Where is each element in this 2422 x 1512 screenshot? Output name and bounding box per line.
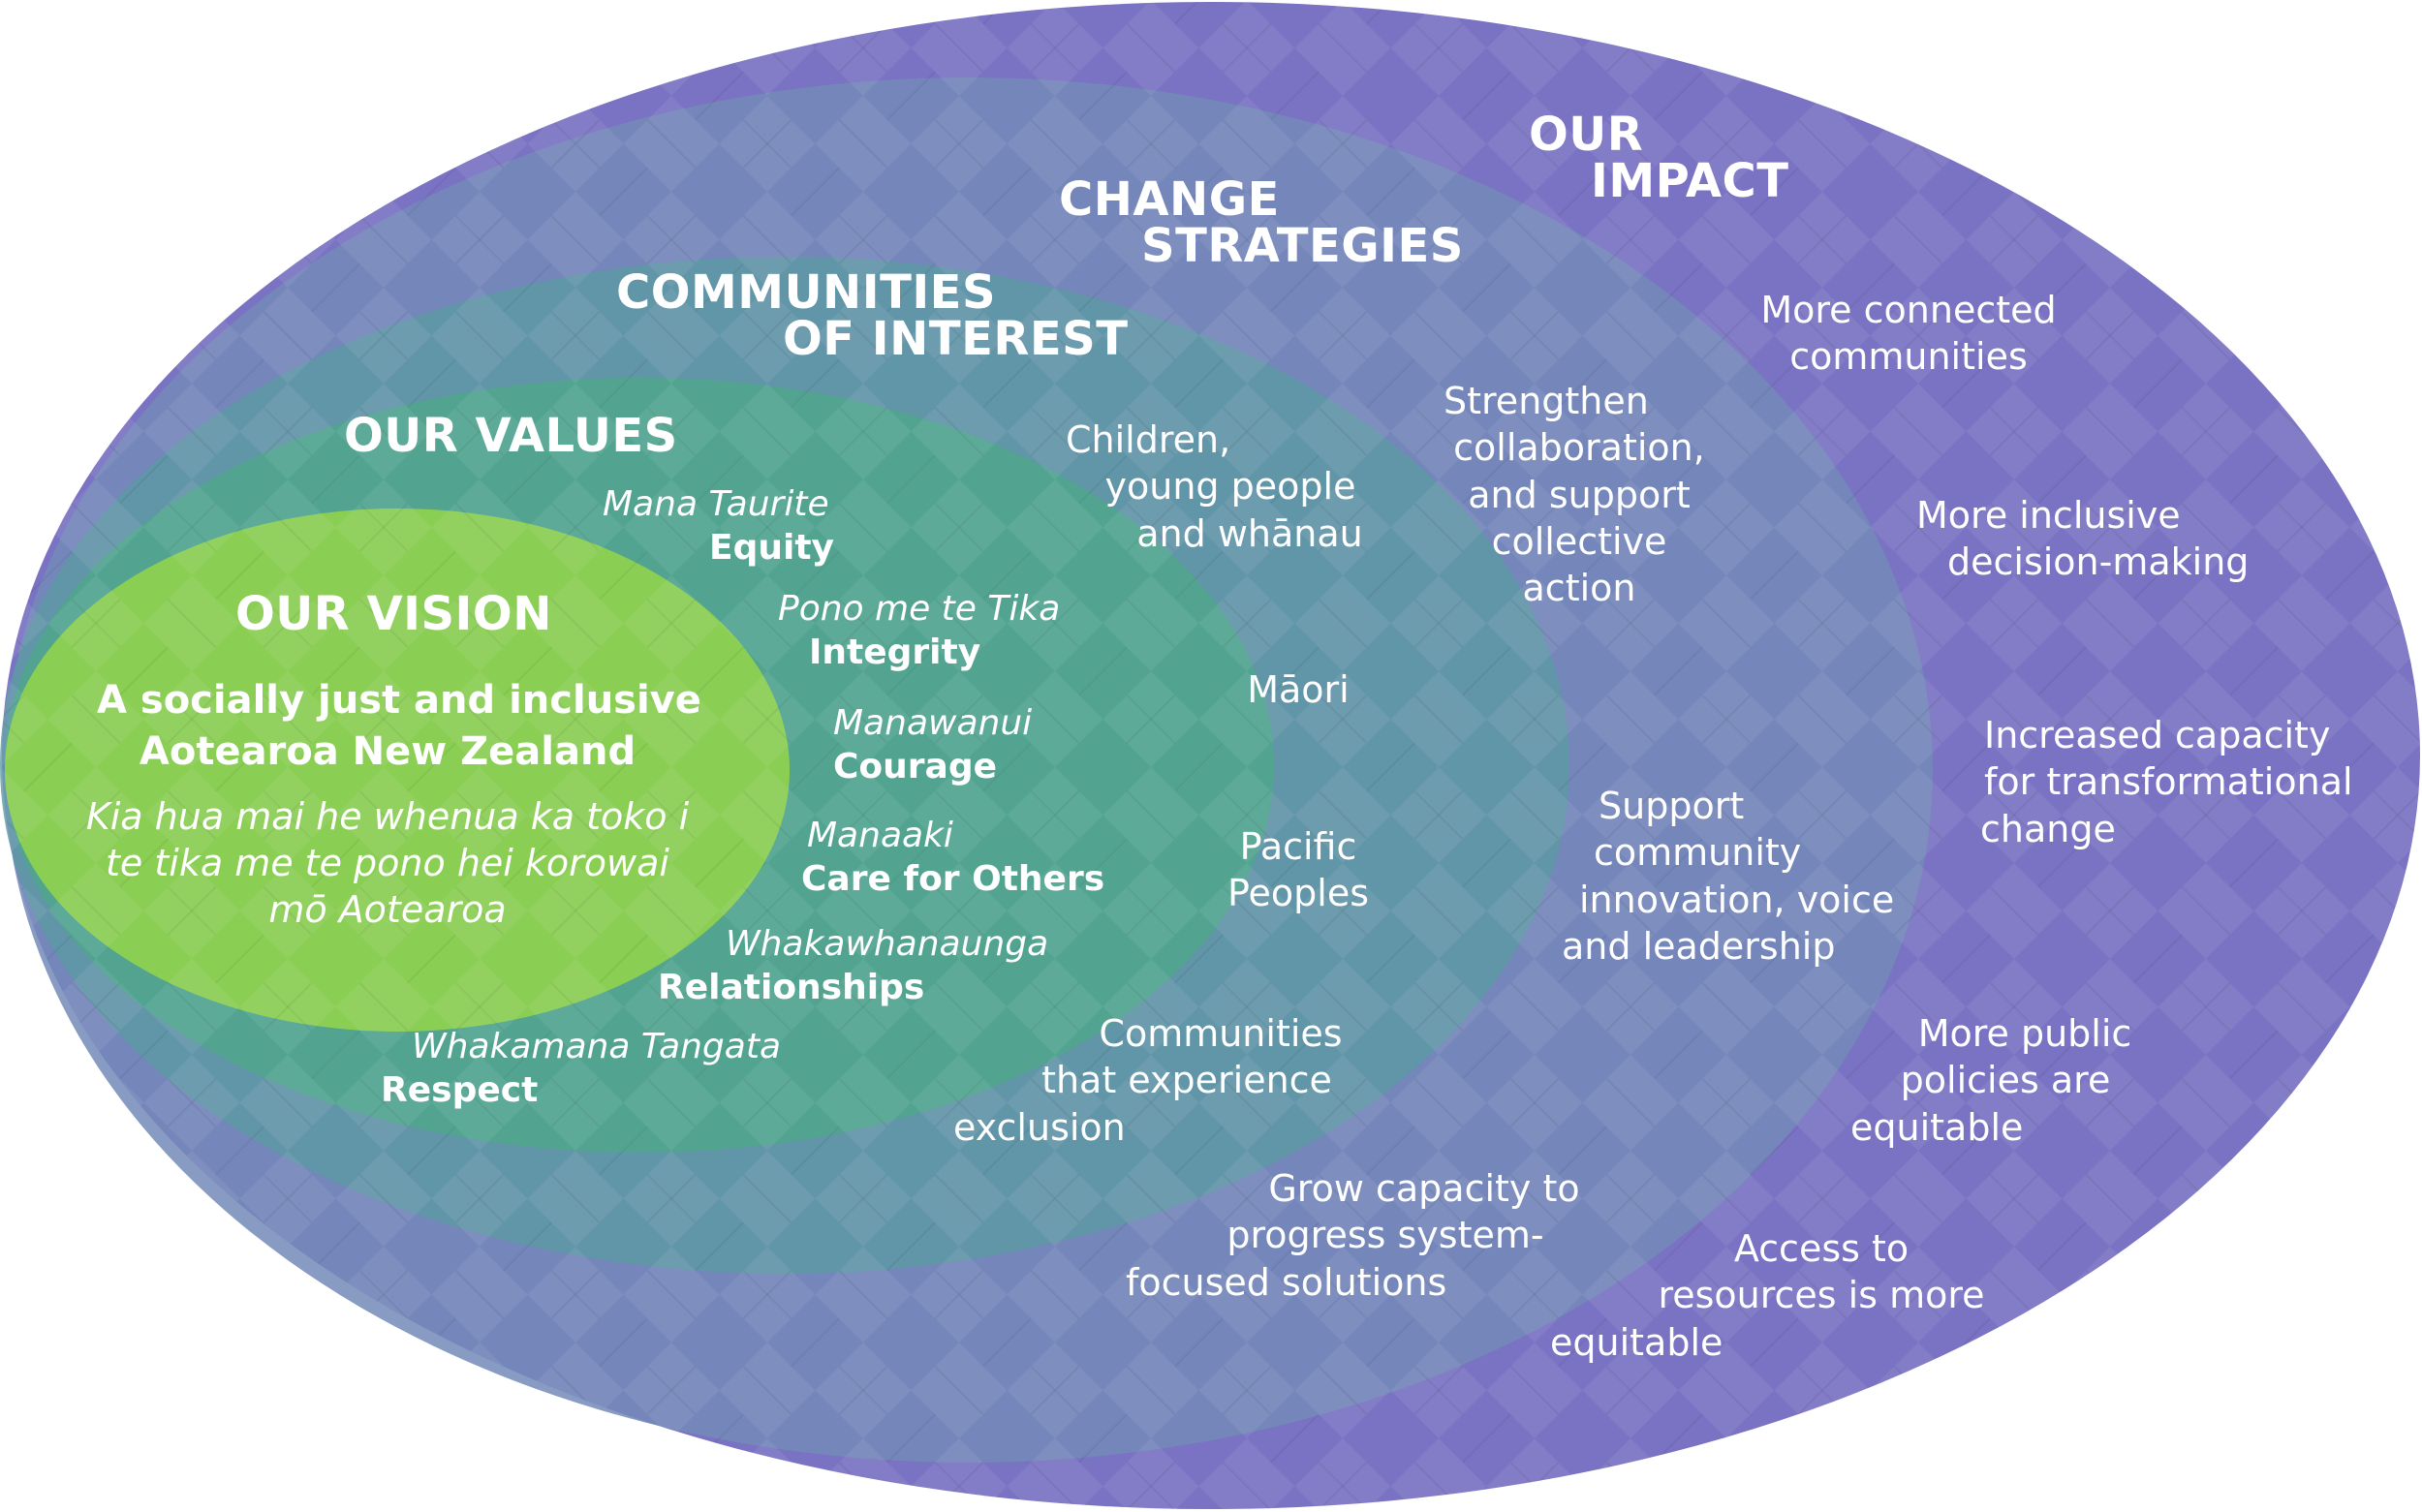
vision-statement: A socially just and inclusive Aotearoa N… (97, 675, 678, 778)
strategies-heading: CHANGE STRATEGIES (1059, 176, 1464, 269)
value-care-for-others: Manaaki Care for Others (801, 814, 1104, 901)
vision-maori-statement: Kia hua mai he whenua ka toko i te tika … (58, 794, 717, 934)
value-courage: Manawanui Courage (833, 701, 1032, 788)
strategy-support-community-innovation: Support community innovation, voice and … (1545, 783, 1933, 970)
communities-heading: COMMUNITIES OF INTEREST (616, 269, 1128, 362)
value-integrity: Pono me te Tika Integrity (778, 587, 1060, 674)
community-children-young-people-whanau: Children, young people and whānau (1046, 417, 1414, 557)
impact-heading: OUR IMPACT (1529, 111, 1789, 204)
impact-more-inclusive-decision-making: More inclusive decision-making (1904, 492, 2291, 586)
values-heading: OUR VALUES (344, 413, 678, 459)
strategy-strengthen-collaboration: Strengthen collaboration, and support co… (1414, 378, 1744, 611)
impact-increased-capacity: Increased capacity for transformational … (1976, 712, 2403, 852)
impact-more-connected-communities: More connected communities (1744, 287, 2073, 381)
value-relationships: Whakawhanaunga Relationships (658, 922, 1048, 1009)
impact-more-public-policies-equitable: More public policies are equitable (1821, 1010, 2151, 1151)
community-maori: Māori (1201, 671, 1395, 708)
value-respect: Whakamana Tangata Respect (381, 1025, 781, 1112)
community-pacific-peoples: Pacific Peoples (1201, 823, 1395, 917)
community-experience-exclusion: Communities that experience exclusion (930, 1010, 1376, 1151)
impact-access-to-resources-equitable: Access to resources is more equitable (1540, 1225, 1986, 1366)
vision-heading: OUR VISION (235, 591, 552, 637)
value-equity: Mana Taurite Equity (603, 482, 834, 570)
